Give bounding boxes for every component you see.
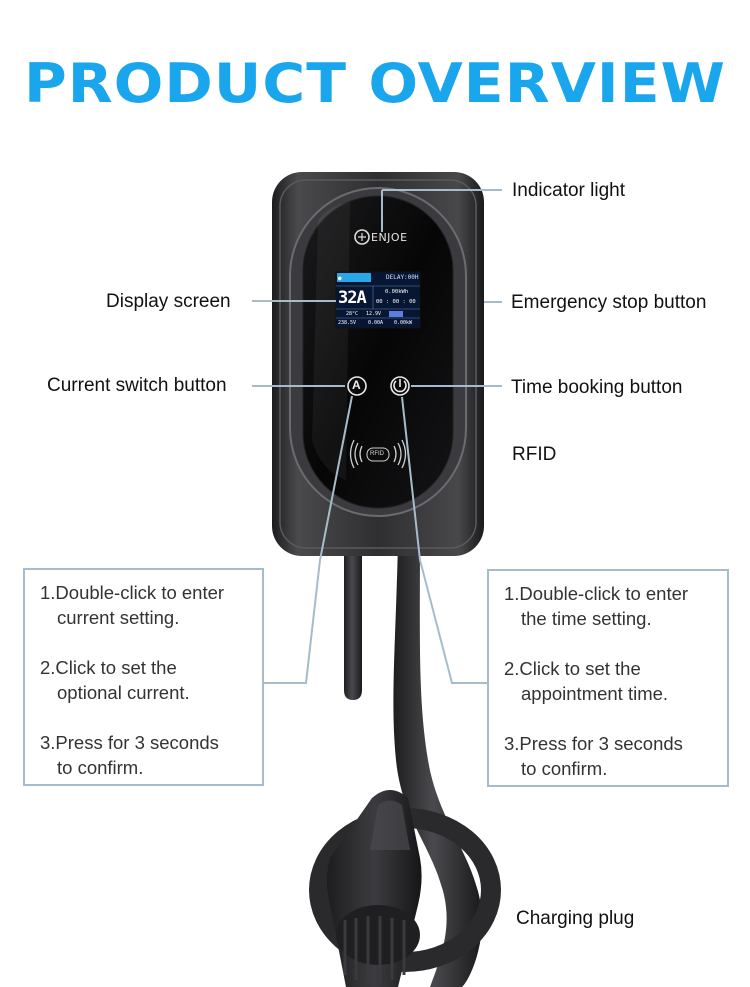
- rfid-badge: [366, 447, 390, 462]
- time-step-2: 2.Click to set the appointment time.: [504, 658, 669, 704]
- label-charging-plug: Charging plug: [516, 908, 635, 929]
- time-step-3: 3.Press for 3 seconds to confirm.: [504, 733, 683, 779]
- current-step-1: 1.Double-click to enter current setting.: [40, 582, 225, 628]
- time-instructions-box: 1.Double-click to enter the time setting…: [487, 569, 729, 787]
- screen-delay: DELAY:00H: [386, 274, 419, 281]
- label-current-switch: Current switch button: [47, 375, 227, 396]
- rfid-badge-text: RFID: [370, 451, 384, 457]
- current-step-2: 2.Click to set the optional current.: [40, 657, 190, 703]
- label-display-screen: Display screen: [106, 291, 231, 312]
- callout-lines: [252, 189, 502, 684]
- logo-icon: [354, 229, 370, 245]
- screen-power: 0.00kW: [394, 320, 413, 326]
- label-indicator-light: Indicator light: [512, 180, 626, 201]
- button-a-glyph: A: [352, 378, 361, 392]
- screen-wifi-status: ●: [338, 275, 342, 282]
- time-step-1: 1.Double-click to enter the time setting…: [504, 583, 689, 629]
- screen-voltage: 238.5V: [338, 320, 357, 326]
- screen-volt12: 12.9V: [366, 311, 382, 317]
- main-cable: [393, 540, 483, 987]
- page-title: PRODUCT OVERVIEW: [23, 52, 727, 115]
- screen-current: 32A: [338, 288, 367, 308]
- screen-timer: 00 : 00 : 00: [376, 299, 416, 305]
- current-switch-button: [347, 376, 367, 396]
- label-emergency-stop: Emergency stop button: [511, 292, 707, 313]
- short-cable: [344, 540, 362, 700]
- brand-logo: ENJOE: [371, 231, 408, 244]
- label-time-booking: Time booking button: [511, 377, 683, 398]
- current-instructions-box: 1.Double-click to enter current setting.…: [23, 568, 264, 786]
- screen-amps: 0.00A: [368, 320, 384, 326]
- screen-energy: 0.00kWh: [385, 289, 409, 295]
- label-rfid: RFID: [512, 444, 557, 465]
- screen-temp: 28°C: [346, 311, 359, 317]
- current-step-3: 3.Press for 3 seconds to confirm.: [40, 732, 219, 778]
